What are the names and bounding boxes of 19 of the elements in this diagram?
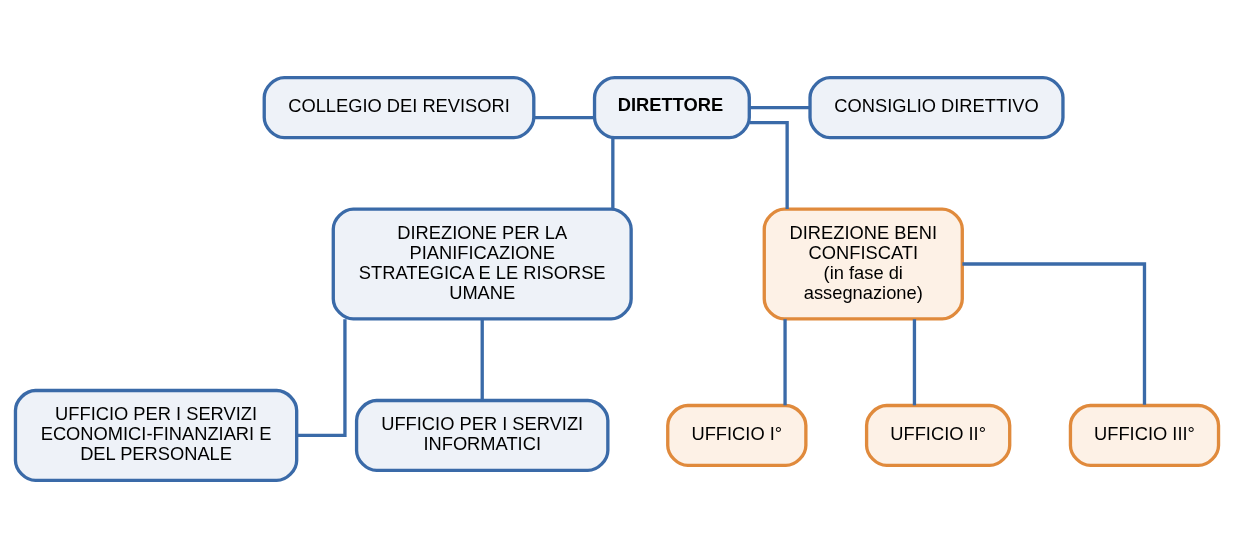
node-box: UFFICIO PER I SERVIZI INFORMATICI [354, 398, 610, 472]
node-box: CONSIGLIO DIRETTIVO [808, 75, 1065, 139]
connector [296, 318, 347, 437]
node-box: DIREZIONE BENI CONFISCATI (in fase di assegnazione) [762, 206, 964, 321]
node-box: UFFICIO III° [1068, 403, 1221, 467]
node-box: UFFICIO II° [864, 403, 1012, 467]
connector [962, 261, 1147, 405]
node-box: UFFICIO I° [666, 403, 808, 467]
connector [749, 120, 789, 209]
connector [480, 318, 484, 400]
node-box: DIREZIONE PER LA PIANIFICAZIONE STRATEGICA E LE RISORSE UMANE [331, 206, 633, 321]
node-box: UFFICIO PER I SERVIZI ECONOMICI-FINANZIARI E DEL PERSONALE [13, 388, 299, 482]
connector [749, 105, 810, 109]
connector [534, 115, 595, 119]
connector [611, 137, 615, 209]
connector [912, 318, 917, 405]
connector [783, 318, 787, 405]
node-box: COLLEGIO DEI REVISORI [262, 75, 536, 139]
node-box: DIRETTORE [592, 75, 751, 139]
